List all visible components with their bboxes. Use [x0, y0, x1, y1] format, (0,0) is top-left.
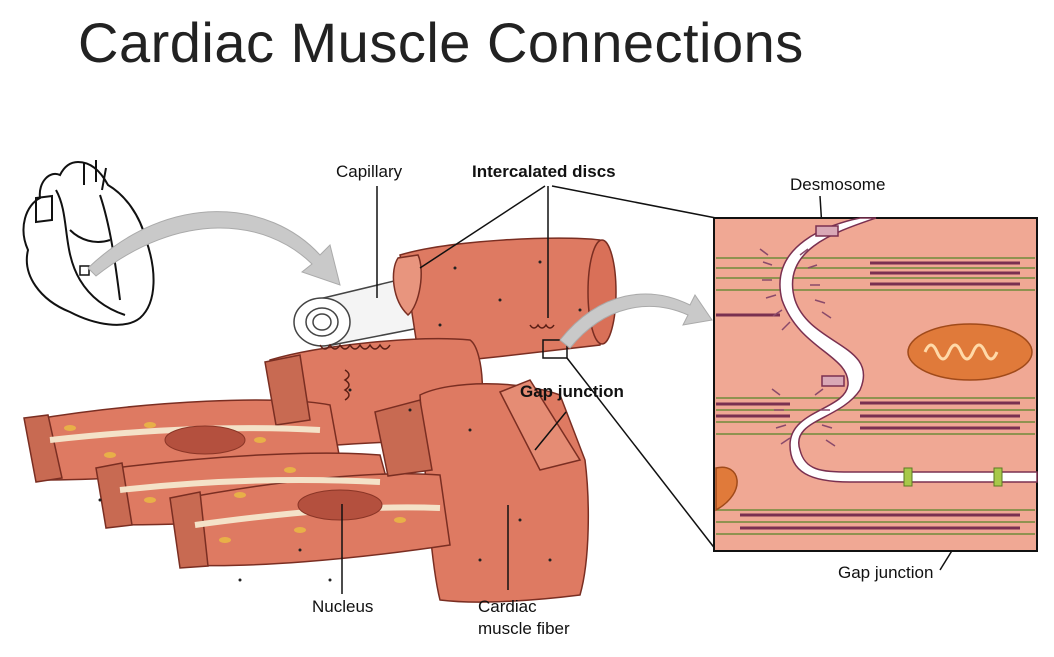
label-gap-junction: Gap junction — [520, 382, 624, 401]
gap-junction-shapes — [903, 467, 1003, 487]
fiber-to-inset-arrow — [559, 293, 713, 349]
intercalated-disc-inset — [713, 217, 1038, 552]
label-nucleus: Nucleus — [312, 597, 373, 616]
label-capillary: Capillary — [336, 162, 403, 181]
inset-source-box — [542, 339, 568, 359]
intercalated-membrane — [779, 217, 1038, 483]
label-cardiac-fiber-line2: muscle fiber — [478, 619, 570, 638]
fiber-internal-detail — [49, 260, 582, 582]
label-gap-junction-inset: Gap junction — [838, 563, 933, 582]
label-cardiac-fiber-line1: Cardiac — [478, 597, 537, 616]
nucleus-shape — [164, 425, 246, 455]
page-title: Cardiac Muscle Connections — [78, 11, 804, 74]
label-desmosome: Desmosome — [790, 175, 885, 194]
desmosome-shapes — [759, 225, 845, 447]
intercalated-disc-lines — [319, 323, 555, 401]
heart-to-fiber-arrow — [87, 211, 341, 286]
heart-illustration — [22, 160, 155, 326]
label-intercalated-discs: Intercalated discs — [472, 162, 616, 181]
nucleus-shape — [297, 489, 383, 521]
mitochondrion-partial-shape — [715, 466, 738, 512]
mitochondrion-shape — [907, 323, 1033, 381]
